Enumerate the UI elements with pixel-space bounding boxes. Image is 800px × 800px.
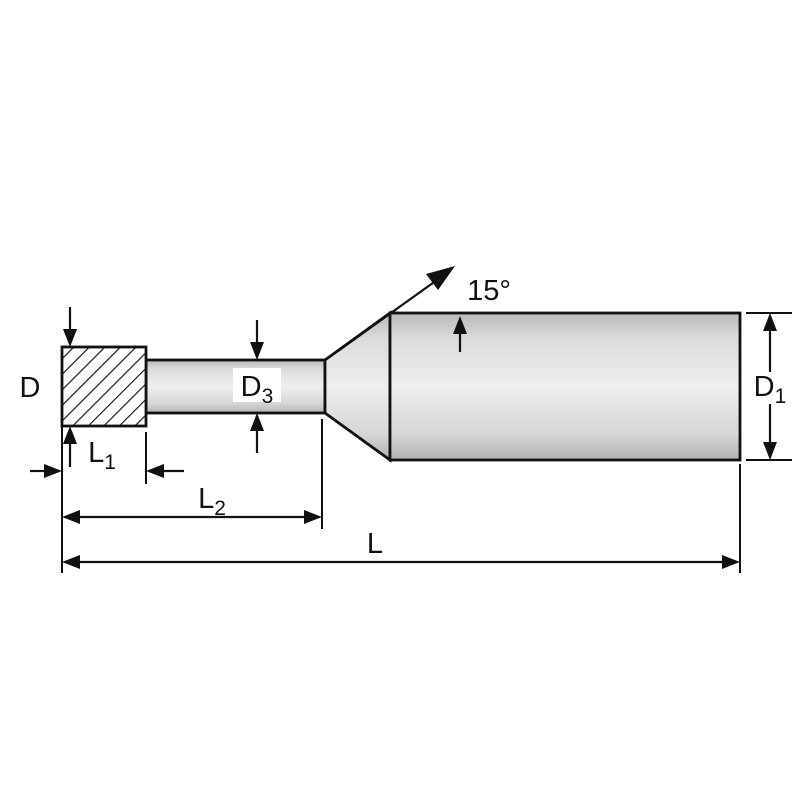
d-arrow-down-icon — [63, 329, 77, 347]
label-length-l: L — [367, 528, 383, 560]
cutter-head-hatched — [60, 345, 148, 428]
label-diameter-d: D — [20, 372, 41, 404]
label-diameter-d1: D1 — [754, 371, 787, 408]
label-taper-angle: 15° — [467, 275, 511, 307]
angle-ref-arrow-up-icon — [453, 316, 467, 334]
d3-arrow-down-icon — [250, 342, 264, 360]
label-diameter-d3: D3 — [241, 371, 274, 408]
d3-arrow-up-icon — [250, 413, 264, 431]
label-length-l1: L1 — [88, 437, 116, 474]
d1-arrow-down-icon — [763, 442, 777, 460]
l-arrow-left-icon — [62, 555, 80, 569]
label-backing — [233, 368, 281, 402]
d-arrow-up-icon — [63, 426, 77, 444]
angle-arrow-icon — [426, 266, 455, 290]
cutter-taper — [323, 310, 392, 463]
d1-arrow-up-icon — [763, 313, 777, 331]
l2-arrow-right-icon — [304, 510, 322, 524]
l-arrow-right-icon — [722, 555, 740, 569]
cutter-shank — [388, 311, 742, 462]
l1-arrow-right-icon — [44, 464, 62, 478]
l1-arrow-left-icon — [146, 464, 164, 478]
angle-leader-line — [337, 279, 438, 352]
l2-arrow-left-icon — [62, 510, 80, 524]
label-length-l2: L2 — [198, 483, 226, 520]
